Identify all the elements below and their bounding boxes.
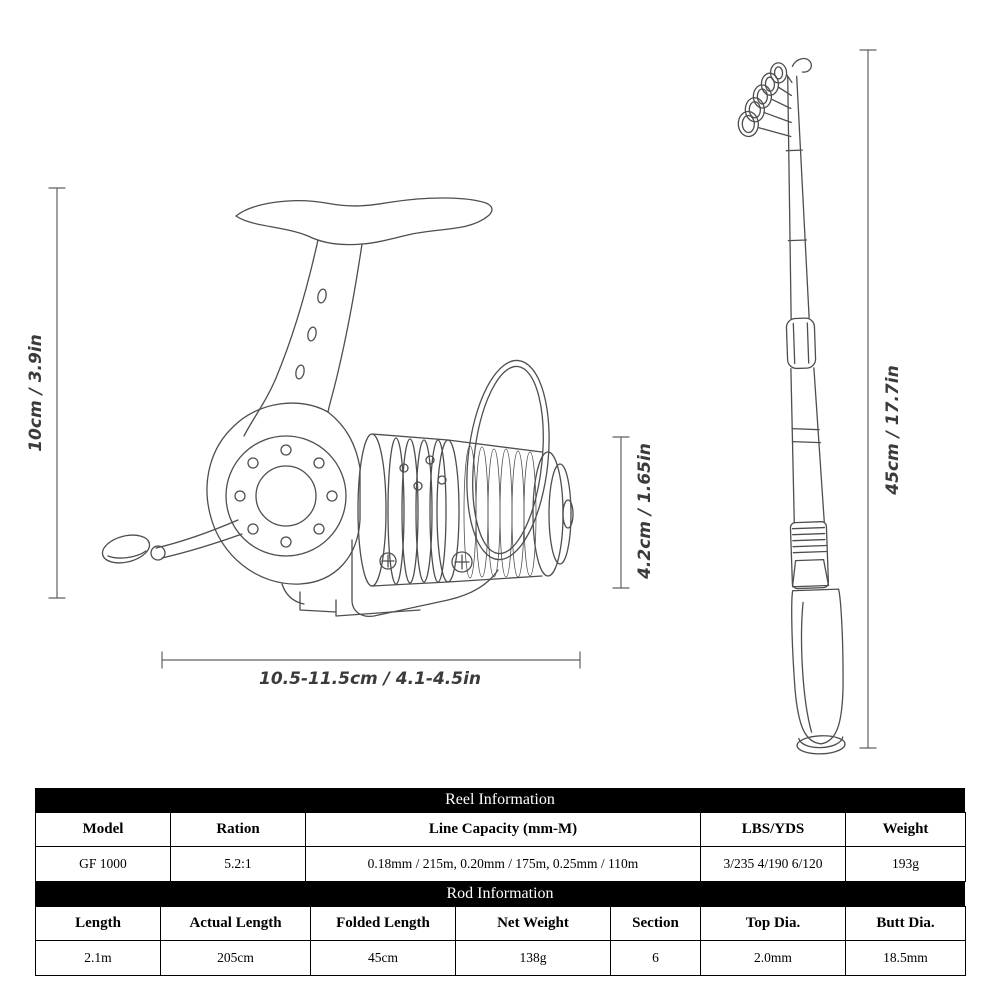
table-cell: 18.5mm bbox=[845, 940, 966, 976]
spool-height-label: 4.2cm / 1.65in bbox=[635, 443, 655, 579]
rod-length-dimension bbox=[859, 49, 877, 749]
reel-table: Model Ration Line Capacity (mm-M) LBS/YD… bbox=[35, 812, 966, 882]
rod-table-title: Rod Information bbox=[35, 882, 965, 906]
table-cell: 2.0mm bbox=[700, 940, 846, 976]
reel-drawing bbox=[101, 197, 574, 618]
table-cell: 2.1m bbox=[35, 940, 161, 976]
table-cell: 138g bbox=[455, 940, 611, 976]
table-header-cell: Butt Dia. bbox=[845, 906, 966, 941]
line-art-canvas bbox=[48, 49, 877, 755]
table-header-cell: Line Capacity (mm-M) bbox=[305, 812, 701, 847]
reel-width-dimension bbox=[161, 651, 581, 669]
table-cell: 193g bbox=[845, 846, 966, 882]
rod-table-header-row: Length Actual Length Folded Length Net W… bbox=[35, 906, 966, 941]
table-cell: 0.18mm / 215m, 0.20mm / 175m, 0.25mm / 1… bbox=[305, 846, 701, 882]
reel-height-label: 10cm / 3.9in bbox=[26, 334, 46, 452]
table-header-cell: Actual Length bbox=[160, 906, 311, 941]
spool-height-dimension bbox=[612, 436, 630, 589]
reel-table-data-row: GF 1000 5.2:1 0.18mm / 215m, 0.20mm / 17… bbox=[35, 846, 966, 882]
table-header-cell: Model bbox=[35, 812, 171, 847]
spec-tables: Reel Information Model Ration Line Capac… bbox=[35, 788, 966, 976]
table-cell: 6 bbox=[610, 940, 701, 976]
reel-table-header-row: Model Ration Line Capacity (mm-M) LBS/YD… bbox=[35, 812, 966, 847]
table-header-cell: Net Weight bbox=[455, 906, 611, 941]
rod-table: Length Actual Length Folded Length Net W… bbox=[35, 906, 966, 976]
rod-drawing bbox=[737, 57, 846, 755]
table-cell: 205cm bbox=[160, 940, 311, 976]
table-header-cell: Section bbox=[610, 906, 701, 941]
table-cell: 5.2:1 bbox=[170, 846, 306, 882]
table-cell: 45cm bbox=[310, 940, 456, 976]
rod-length-label: 45cm / 17.7in bbox=[883, 365, 903, 495]
rod-table-data-row: 2.1m 205cm 45cm 138g 6 2.0mm 18.5mm bbox=[35, 940, 966, 976]
table-header-cell: LBS/YDS bbox=[700, 812, 846, 847]
table-header-cell: Ration bbox=[170, 812, 306, 847]
table-cell: 3/235 4/190 6/120 bbox=[700, 846, 846, 882]
reel-table-title: Reel Information bbox=[35, 788, 965, 812]
table-cell: GF 1000 bbox=[35, 846, 171, 882]
reel-height-dimension bbox=[48, 187, 66, 599]
table-header-cell: Folded Length bbox=[310, 906, 456, 941]
table-header-cell: Top Dia. bbox=[700, 906, 846, 941]
table-header-cell: Weight bbox=[845, 812, 966, 847]
table-header-cell: Length bbox=[35, 906, 161, 941]
reel-width-label: 10.5-11.5cm / 4.1-4.5in bbox=[259, 669, 481, 689]
